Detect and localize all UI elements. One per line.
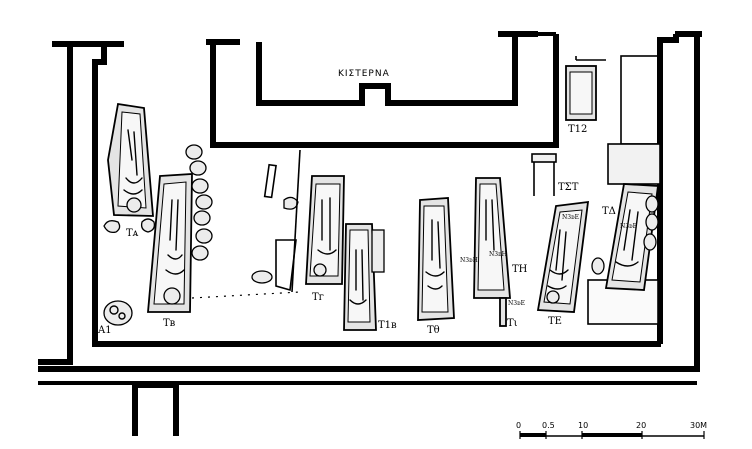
tomb-td: TΔ N3ᴅE [591,183,660,291]
tomb-tth: Tθ [417,197,455,336]
outer-walls [38,31,702,436]
tomb-label-t1b: T1в [378,320,397,331]
feature-label-a1: A1 [97,325,112,336]
misc-features [251,149,301,293]
tomb-t12: T12 [565,65,597,135]
cistern: ΚΙΣΤΕΡΝΑ [206,31,559,148]
scale-bar: 0 0.5 10 20 30M [516,421,707,439]
burial-tag-n2: N3ᴅH [489,251,507,258]
burial-tag-n1: N3ᴅH [460,257,478,264]
feature-a1: A1 [97,300,133,336]
scale-tick-3: 20 [636,421,646,430]
burial-tag-n4: N3ᴅE [562,214,579,221]
scale-tick-0: 0 [516,421,521,430]
scale-tick-2: 10 [578,421,588,430]
tomb-label-tg: Tг [312,292,324,303]
tomb-label-tzt: TΣT [558,182,579,193]
tomb-te: N3ᴅE TE [536,200,590,327]
tomb-label-ta: Tᴀ [126,228,139,239]
tomb-label-ti: Tι [507,318,518,329]
tomb-t1b: T1в [343,223,397,331]
scale-tick-1: 0.5 [542,421,555,430]
tomb-label-td: TΔ [602,206,616,217]
scale-tick-4: 30M [690,421,707,430]
tomb-label-tth: Tθ [427,325,440,336]
tomb-tg: Tг [305,175,345,303]
tomb-label-tb: Tв [163,318,176,329]
tomb-label-th: TH [512,264,528,275]
burial-tag-n3: N3ᴅE [508,300,525,307]
tomb-label-te: TE [548,316,562,327]
cistern-label: ΚΙΣΤΕΡΝΑ [338,69,390,79]
tomb-tb: Tв [147,144,301,329]
burial-tag-n5: N3ᴅE [620,223,637,230]
tomb-ta: Tᴀ [103,102,156,239]
tomb-ti: N3ᴅE Tι [499,297,525,329]
tomb-th: N3ᴅH N3ᴅH TH [460,177,528,299]
tomb-tzt: TΣT [531,153,579,196]
tomb-label-t12: T12 [568,124,587,135]
